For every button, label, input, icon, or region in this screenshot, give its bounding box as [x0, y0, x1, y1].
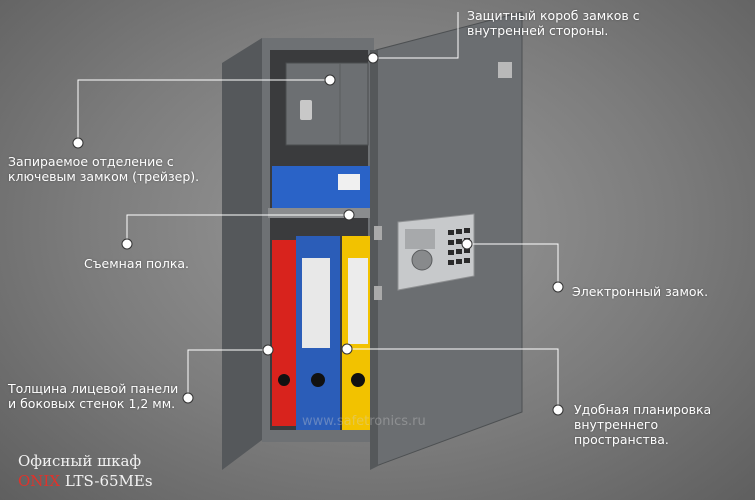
callout-panel-thickness: Толщина лицевой панели и боковых стенок … [8, 381, 179, 411]
callout-dot-trezor [72, 137, 84, 149]
callout-dot-trezor-end [324, 74, 336, 86]
callout-dot-shelf-end [343, 209, 355, 221]
badge-icon [498, 62, 512, 78]
callout-trezor: Запираемое отделение с ключевым замком (… [8, 154, 200, 184]
caption-line1: Офисный шкаф [18, 452, 142, 470]
binders [272, 236, 372, 430]
model-name: LTS-65MEs [64, 472, 153, 490]
product-caption: Офисный шкаф ONIX LTS-65MEs [18, 451, 153, 491]
shelf [268, 166, 374, 218]
callout-dot-shelf [121, 238, 133, 250]
callout-dot-elock [461, 238, 473, 250]
dial-icon [411, 249, 433, 271]
callout-electronic-lock: Электронный замок. [572, 284, 709, 299]
trezor-compartment [285, 62, 369, 146]
watermark: www.safetronics.ru [302, 414, 426, 429]
callout-interior: Удобная планировка внутреннего пространс… [574, 402, 712, 447]
hinge-icon [374, 226, 382, 240]
callout-lock-box: Защитный короб замков с внутренней сторо… [467, 8, 640, 38]
binder-red [272, 240, 296, 426]
hinge-icon-2 [374, 286, 382, 300]
callout-dot-elock-end [552, 281, 564, 293]
key-lock-icon [300, 100, 312, 120]
electronic-lock [397, 213, 475, 291]
callout-dot-lockbox [367, 52, 379, 64]
callout-dot-panel [182, 392, 194, 404]
callout-dot-interior-end [552, 404, 564, 416]
callout-dot-panel-end [262, 344, 274, 356]
brand-name: ONIX [18, 472, 61, 490]
callout-dot-interior [341, 343, 353, 355]
callout-lines [77, 12, 559, 408]
caption-line2: ONIX LTS-65MEs [18, 471, 153, 491]
callout-dots [72, 52, 564, 416]
callout-shelf: Съемная полка. [84, 256, 189, 271]
